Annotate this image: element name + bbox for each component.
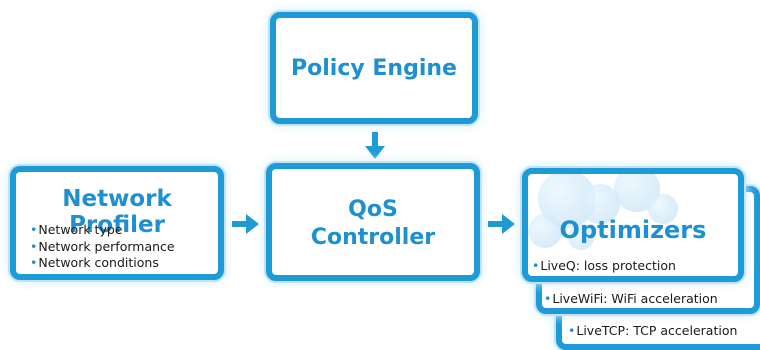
bubble: [568, 224, 594, 250]
network-profiler-list: •Network type •Network performance •Netw…: [30, 222, 175, 272]
list-item: •Network performance: [30, 238, 175, 254]
list-item: •Network conditions: [30, 255, 159, 270]
policy-engine-title: Policy Engine: [291, 56, 457, 81]
list-item: •Network type: [30, 222, 123, 237]
policy-engine-box: Policy Engine: [270, 12, 478, 124]
optimizer-item-livetcp: •LiveTCP: TCP acceleration: [568, 323, 738, 338]
qos-controller-title-line1: QoS: [348, 197, 398, 222]
optimizer-item-livewifi: •LiveWiFi: WiFi acceleration: [544, 291, 718, 306]
network-profiler-title: Network Profiler: [62, 186, 172, 238]
bubble: [648, 194, 678, 224]
arrow-right-icon: [232, 214, 259, 234]
qos-controller-title-line2: Controller: [310, 225, 436, 250]
bubble: [528, 214, 562, 248]
bubble: [580, 184, 620, 224]
bubbles-background: [528, 174, 738, 276]
optimizers-title: Optimizers: [559, 216, 707, 244]
network-profiler-box: Network Profiler •Network type •Network …: [10, 166, 224, 280]
optimizers-box: Optimizers •LiveQ: loss protection: [522, 168, 744, 282]
arrow-right-icon: [488, 214, 515, 234]
qos-controller-box: QoS Controller: [266, 163, 480, 281]
arrow-down-icon: [365, 132, 385, 159]
optimizer-item-liveq: •LiveQ: loss protection: [532, 258, 676, 273]
